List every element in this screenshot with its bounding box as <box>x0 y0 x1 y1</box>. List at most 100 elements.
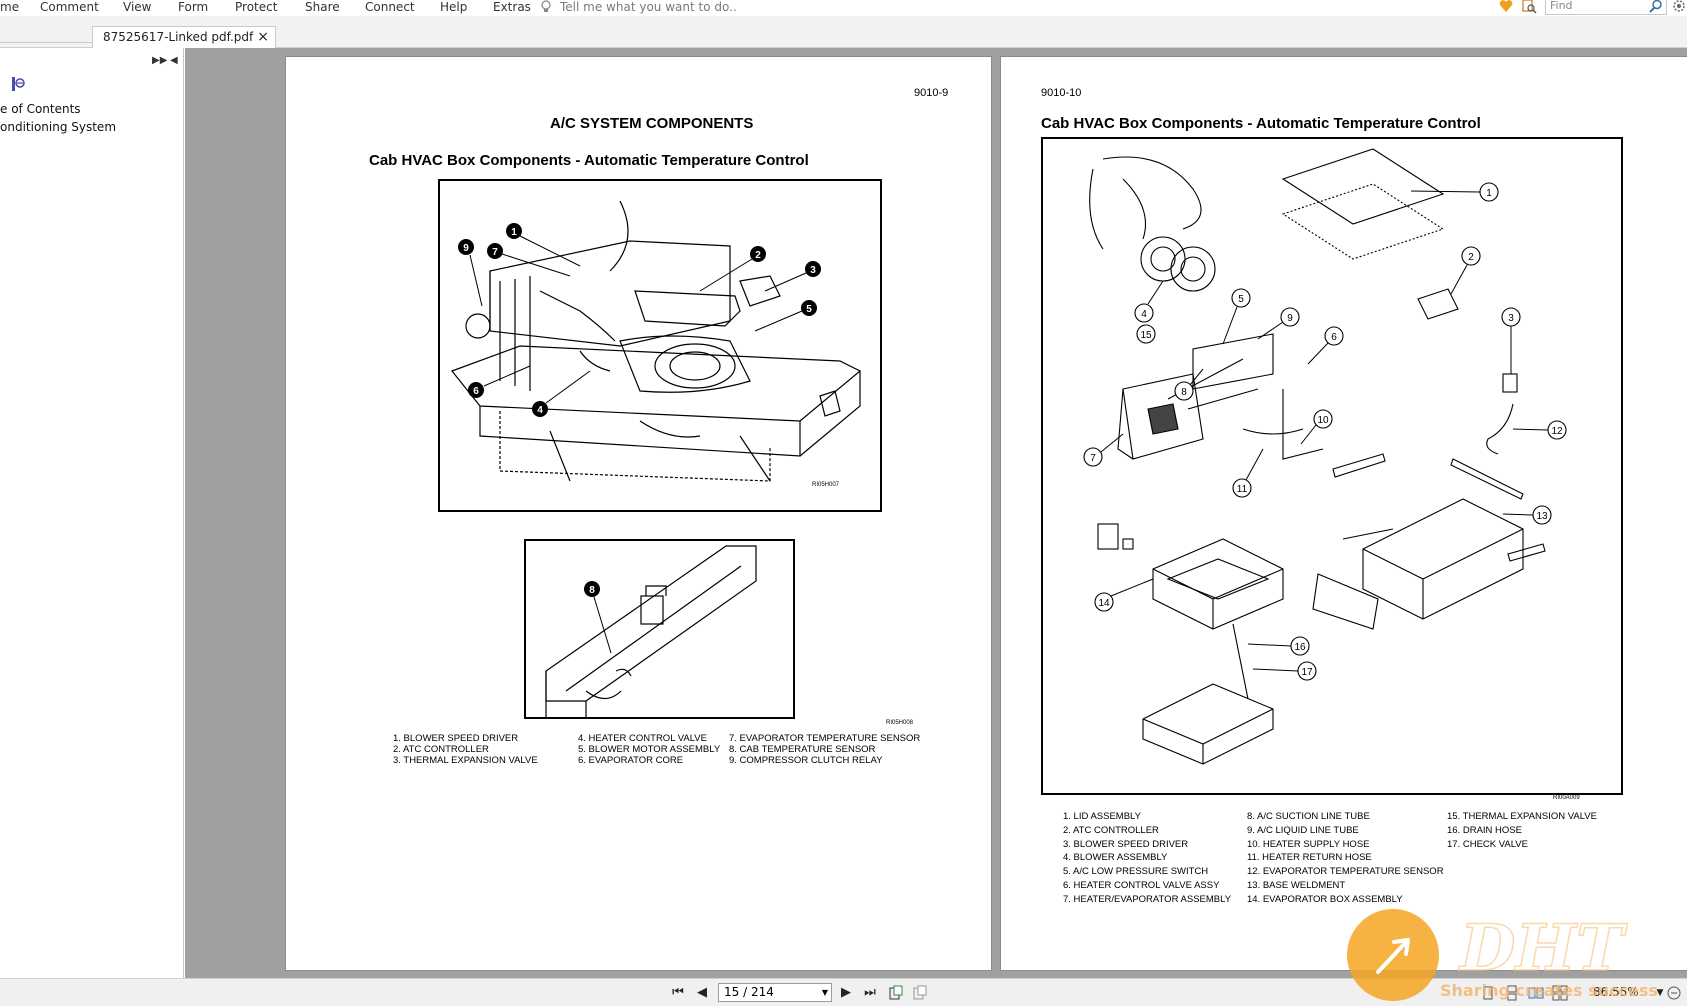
legend-item: 6. HEATER CONTROL VALVE ASSY <box>1063 879 1220 891</box>
callout-13: 13 <box>1536 511 1548 522</box>
menu-home[interactable]: me <box>0 0 20 14</box>
legend-item: 6. EVAPORATOR CORE <box>578 755 684 767</box>
callout-3: 3 <box>810 265 816 276</box>
legend-item: 10. HEATER SUPPLY HOSE <box>1247 838 1370 850</box>
legend-item: 16. DRAIN HOSE <box>1447 824 1522 836</box>
tab-edge <box>0 42 92 48</box>
figure-code-2: RI05H008 <box>886 720 914 726</box>
document-viewer[interactable]: 9010-9 A/C SYSTEM COMPONENTS Cab HVAC Bo… <box>185 48 1687 978</box>
status-bar: ⏮ ◀ 15 / 214 ▼ ▶ ⏭ 86.55% ▼ <box>0 978 1687 1006</box>
continuous-view-icon[interactable] <box>1504 985 1520 1001</box>
menu-extras[interactable]: Extras <box>493 0 531 14</box>
menu-view[interactable]: View <box>123 0 152 14</box>
legend-item: 13. BASE WELDMENT <box>1247 879 1346 891</box>
menu-protect[interactable]: Protect <box>235 0 278 14</box>
menu-share[interactable]: Share <box>305 0 340 14</box>
legend-item: 15. THERMAL EXPANSION VALVE <box>1447 811 1597 822</box>
legend-item: 3. THERMAL EXPANSION VALVE <box>393 755 538 767</box>
callout-3: 3 <box>1508 313 1514 324</box>
page-number-input[interactable]: 15 / 214 ▼ <box>718 983 832 1002</box>
tab-bar: 87525617-Linked pdf.pdf × <box>0 16 1687 48</box>
find-input[interactable]: Find <box>1545 0 1667 15</box>
callout-17: 17 <box>1301 667 1313 678</box>
callout-14: 14 <box>1098 598 1110 609</box>
first-page-icon[interactable]: ⏮ <box>672 985 684 1000</box>
legend-column-1: 1. BLOWER SPEED DRIVER 2. ATC CONTROLLER… <box>393 733 538 767</box>
previous-page-icon[interactable]: ◀ <box>697 985 707 1000</box>
callout-8: 8 <box>1181 387 1187 398</box>
page-subtitle: Cab HVAC Box Components - Automatic Temp… <box>369 152 809 169</box>
next-page-icon[interactable]: ▶ <box>841 985 851 1000</box>
single-page-view-icon[interactable] <box>1480 985 1496 1001</box>
page-number: 9010-10 <box>1041 87 1082 99</box>
legend-item: 4. HEATER CONTROL VALVE <box>578 733 707 744</box>
callout-4: 4 <box>1141 309 1147 320</box>
callout-15: 15 <box>1140 330 1152 341</box>
find-placeholder: Find <box>1550 0 1573 12</box>
expand-panel-icon[interactable]: ▶▶ <box>152 55 168 66</box>
heart-icon[interactable] <box>1498 0 1514 14</box>
legend-item: 2. ATC CONTROLLER <box>1063 824 1159 836</box>
panel-toolbar: ▶▶ ◀ <box>0 48 184 74</box>
menu-comment[interactable]: Comment <box>40 0 99 14</box>
continuous-facing-icon[interactable] <box>1552 985 1568 1001</box>
page-subtitle: Cab HVAC Box Components - Automatic Temp… <box>1041 115 1481 132</box>
menu-connect[interactable]: Connect <box>365 0 415 14</box>
search-doc-icon[interactable] <box>1521 0 1537 14</box>
facing-view-icon[interactable] <box>1528 985 1544 1001</box>
hvac-box-drawing: 1 2 3 4 5 6 7 9 <box>451 200 862 482</box>
bookmark-table-of-contents[interactable]: e of Contents <box>0 102 81 116</box>
callout-8: 8 <box>589 585 595 596</box>
chevron-down-icon[interactable]: ▼ <box>821 988 828 997</box>
legend-column-3: 7. EVAPORATOR TEMPERATURE SENSOR 8. CAB … <box>729 733 920 767</box>
legend-item: 17. CHECK VALVE <box>1447 838 1528 850</box>
figure-code: RI00A009 <box>1553 795 1580 801</box>
menu-bar: me Comment View Form Protect Share Conne… <box>0 0 1687 16</box>
callout-11: 11 <box>1237 484 1248 495</box>
legend-item: 5. A/C LOW PRESSURE SWITCH <box>1063 866 1209 878</box>
callout-5: 5 <box>806 304 812 315</box>
legend-column-2: 8. A/C SUCTION LINE TUBE 9. A/C LIQUID L… <box>1247 810 1444 907</box>
page-number: 9010-9 <box>914 87 949 99</box>
callout-16: 16 <box>1294 642 1306 653</box>
zoom-out-icon[interactable] <box>1666 985 1682 1001</box>
page-display: 15 / 214 <box>724 985 774 999</box>
zoom-level[interactable]: 86.55% <box>1593 985 1639 999</box>
legend-column-2: 4. HEATER CONTROL VALVE 5. BLOWER MOTOR … <box>578 733 720 767</box>
callout-10: 10 <box>1317 415 1329 426</box>
tab-document[interactable]: 87525617-Linked pdf.pdf × <box>92 26 276 48</box>
cab-sensor-drawing: 8 <box>545 545 757 717</box>
page-copy-icon[interactable] <box>912 985 928 1001</box>
menu-help[interactable]: Help <box>440 0 468 14</box>
last-page-icon[interactable]: ⏭ <box>864 985 876 1000</box>
tab-title: 87525617-Linked pdf.pdf <box>103 30 254 44</box>
legend-item: 12. EVAPORATOR TEMPERATURE SENSOR <box>1247 866 1444 878</box>
page-insert-icon[interactable] <box>888 985 904 1001</box>
menu-form[interactable]: Form <box>178 0 209 14</box>
page-9010-9: 9010-9 A/C SYSTEM COMPONENTS Cab HVAC Bo… <box>285 56 992 971</box>
legend-item: 9. COMPRESSOR CLUTCH RELAY <box>729 755 883 767</box>
collapse-panel-icon[interactable]: ◀ <box>170 55 178 66</box>
hvac-box-figure: 1 2 3 4 5 6 7 9 <box>438 179 882 512</box>
settings-icon[interactable] <box>1671 0 1687 14</box>
callout-12: 12 <box>1551 426 1563 437</box>
legend-item: 7. EVAPORATOR TEMPERATURE SENSOR <box>729 733 921 744</box>
zoom-dropdown-icon[interactable]: ▼ <box>1656 988 1664 998</box>
exploded-view-figure: 1 2 3 4 5 6 7 8 9 10 11 12 13 14 15 16 1 <box>1041 137 1623 795</box>
callout-7: 7 <box>1090 453 1096 464</box>
search-icon[interactable] <box>1649 0 1663 13</box>
close-icon[interactable]: × <box>257 29 269 45</box>
legend-item: 11. HEATER RETURN HOSE <box>1247 852 1372 864</box>
callout-6: 6 <box>1331 332 1337 343</box>
legend-item: 1. BLOWER SPEED DRIVER <box>393 733 519 744</box>
bookmark-air-conditioning[interactable]: onditioning System <box>0 120 117 134</box>
tell-me-text: Tell me what you want to do.. <box>560 0 737 14</box>
page-title: A/C SYSTEM COMPONENTS <box>550 115 754 132</box>
tell-me-search[interactable]: Tell me what you want to do.. <box>541 0 737 14</box>
lightbulb-icon <box>541 0 551 12</box>
callout-2: 2 <box>755 250 761 261</box>
bookmark-icon[interactable] <box>10 76 26 92</box>
legend-item: 2. ATC CONTROLLER <box>393 744 489 756</box>
callout-9: 9 <box>463 243 469 254</box>
callout-6: 6 <box>473 386 479 397</box>
